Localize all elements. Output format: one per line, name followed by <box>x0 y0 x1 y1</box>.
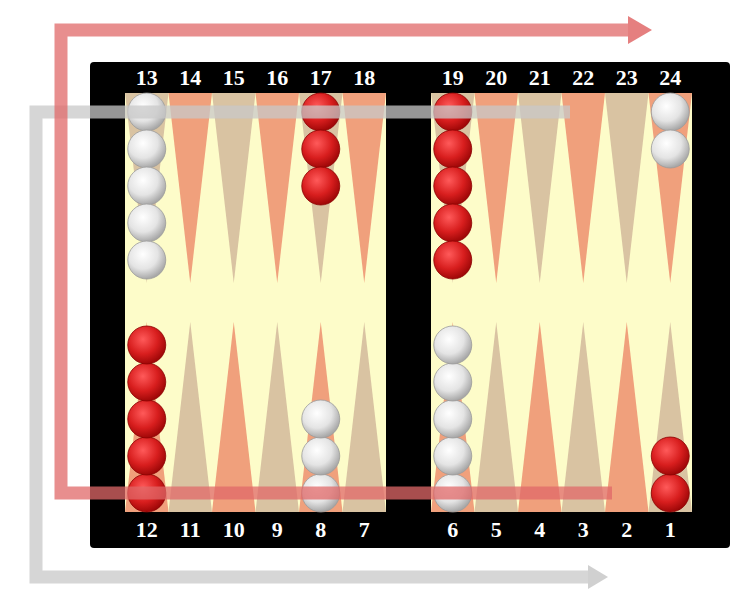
checker <box>128 400 166 438</box>
checker <box>434 130 472 168</box>
direction-arrow <box>36 112 588 577</box>
board-point <box>562 322 606 512</box>
point-number: 20 <box>485 67 507 89</box>
board-frame <box>90 62 730 548</box>
checker <box>128 363 166 401</box>
point-number: 24 <box>659 67 681 89</box>
board-point <box>431 93 475 283</box>
board-point <box>475 93 519 283</box>
point-number: 9 <box>272 519 283 541</box>
checker <box>128 326 166 364</box>
board-point <box>649 93 693 283</box>
board-point <box>431 322 475 512</box>
point-number: 5 <box>491 519 502 541</box>
checker <box>128 167 166 205</box>
board-point <box>212 322 256 512</box>
point-number: 3 <box>578 519 589 541</box>
board-point <box>169 93 213 283</box>
checker <box>434 326 472 364</box>
board-point <box>169 322 213 512</box>
arrow-head <box>588 565 608 589</box>
point-number: 1 <box>665 519 676 541</box>
checker <box>434 437 472 475</box>
checker <box>434 363 472 401</box>
board-point <box>299 322 343 512</box>
point-number: 17 <box>310 67 332 89</box>
checker <box>302 400 340 438</box>
board-point <box>212 93 256 283</box>
point-number: 2 <box>621 519 632 541</box>
point-number: 6 <box>447 519 458 541</box>
point-number: 23 <box>616 67 638 89</box>
checker <box>128 241 166 279</box>
board-point <box>605 93 649 283</box>
board-point <box>343 322 387 512</box>
board-point <box>605 322 649 512</box>
board-point <box>562 93 606 283</box>
board-point <box>256 322 300 512</box>
checker <box>128 437 166 475</box>
point-number: 12 <box>136 519 158 541</box>
board-point <box>518 93 562 283</box>
point-number: 7 <box>359 519 370 541</box>
checker <box>302 130 340 168</box>
point-number: 4 <box>534 519 545 541</box>
checker <box>434 400 472 438</box>
board-half <box>125 93 386 512</box>
point-number: 14 <box>179 67 201 89</box>
arrow-head <box>628 16 652 44</box>
point-number: 18 <box>353 67 375 89</box>
checker <box>651 93 689 131</box>
board-point <box>125 93 169 283</box>
board-point <box>256 93 300 283</box>
point-number: 21 <box>529 67 551 89</box>
checker <box>128 204 166 242</box>
checker <box>651 474 689 512</box>
point-number: 8 <box>315 519 326 541</box>
point-number: 16 <box>266 67 288 89</box>
point-number: 10 <box>223 519 245 541</box>
point-number: 19 <box>442 67 464 89</box>
board-point <box>649 322 693 512</box>
checker <box>302 167 340 205</box>
checker <box>434 241 472 279</box>
board-point <box>475 322 519 512</box>
board-point <box>125 322 169 512</box>
board-point <box>299 93 343 283</box>
board-point <box>518 322 562 512</box>
direction-arrow <box>61 30 628 493</box>
point-number: 22 <box>572 67 594 89</box>
board-half <box>431 93 692 512</box>
checker <box>302 437 340 475</box>
checker <box>128 130 166 168</box>
point-number: 11 <box>180 519 201 541</box>
point-number: 15 <box>223 67 245 89</box>
board-point <box>343 93 387 283</box>
checker <box>434 204 472 242</box>
checker <box>651 437 689 475</box>
checker <box>434 167 472 205</box>
point-number: 13 <box>136 67 158 89</box>
checker <box>651 130 689 168</box>
